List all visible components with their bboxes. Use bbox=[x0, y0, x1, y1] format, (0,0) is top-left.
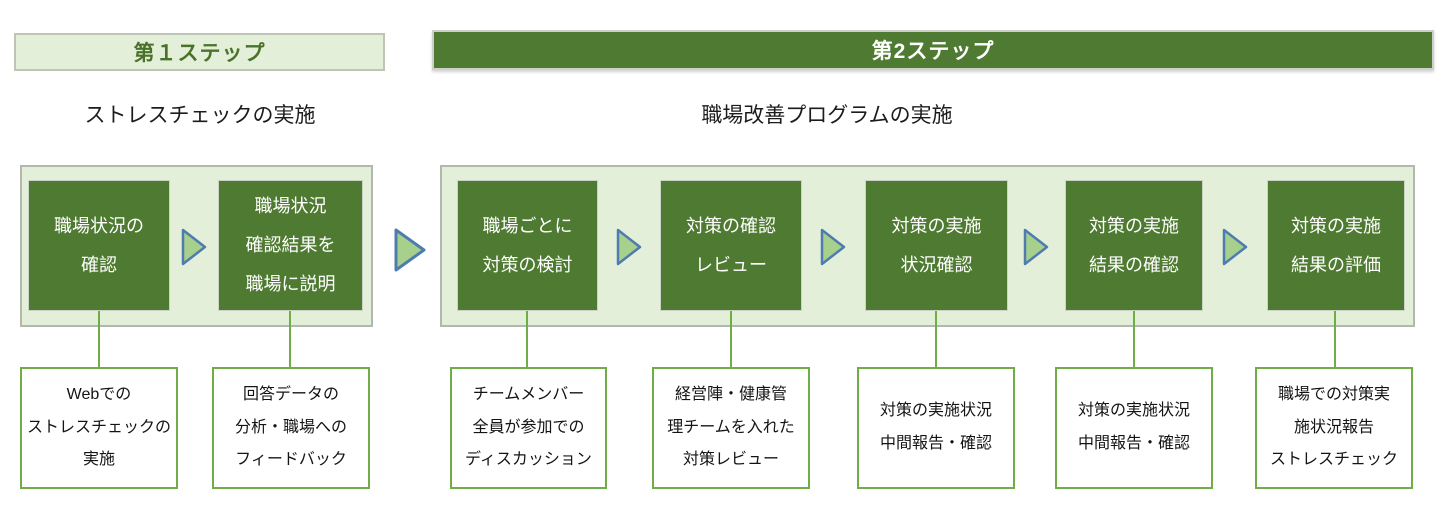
step1-banner: 第１ステップ bbox=[14, 33, 385, 71]
detail-box-s2-1: チームメンバー 全員が参加での ディスカッション bbox=[450, 367, 607, 489]
flow-arrow-icon bbox=[616, 228, 642, 266]
flow-arrow-icon bbox=[820, 228, 846, 266]
connector-line bbox=[289, 311, 291, 368]
connector-line bbox=[526, 311, 528, 368]
process-box-s2-5: 対策の実施 結果の評価 bbox=[1267, 180, 1405, 311]
detail-box-s2-4: 対策の実施状況 中間報告・確認 bbox=[1055, 367, 1213, 489]
connector-line bbox=[1133, 311, 1135, 368]
flow-arrow-icon bbox=[181, 228, 207, 266]
step2-subtitle: 職場改善プログラムの実施 bbox=[701, 104, 953, 127]
process-box-s2-1: 職場ごとに 対策の検討 bbox=[457, 180, 598, 311]
detail-box-s2-2: 経営陣・健康管 理チームを入れた 対策レビュー bbox=[652, 367, 810, 489]
flow-arrow-icon bbox=[1222, 228, 1248, 266]
process-box-s2-4: 対策の実施 結果の確認 bbox=[1065, 180, 1203, 311]
connector-line bbox=[1334, 311, 1336, 368]
process-box-s2-3: 対策の実施 状況確認 bbox=[865, 180, 1008, 311]
connector-line bbox=[730, 311, 732, 368]
process-box-s2-2: 対策の確認 レビュー bbox=[660, 180, 802, 311]
process-box-s1-1: 職場状況の 確認 bbox=[28, 180, 170, 311]
detail-box-s1-1: Webでの ストレスチェックの 実施 bbox=[20, 367, 178, 489]
flow-arrow-icon bbox=[1023, 228, 1049, 266]
process-box-s1-2: 職場状況 確認結果を 職場に説明 bbox=[218, 180, 363, 311]
detail-box-s1-2: 回答データの 分析・職場への フィードバック bbox=[212, 367, 370, 489]
flow-arrow-icon bbox=[394, 228, 426, 272]
step1-subtitle: ストレスチェックの実施 bbox=[84, 104, 316, 127]
detail-box-s2-5: 職場での対策実 施状況報告 ストレスチェック bbox=[1255, 367, 1413, 489]
step2-banner: 第2ステップ bbox=[432, 30, 1434, 70]
connector-line bbox=[98, 311, 100, 368]
detail-box-s2-3: 対策の実施状況 中間報告・確認 bbox=[857, 367, 1015, 489]
connector-line bbox=[935, 311, 937, 368]
